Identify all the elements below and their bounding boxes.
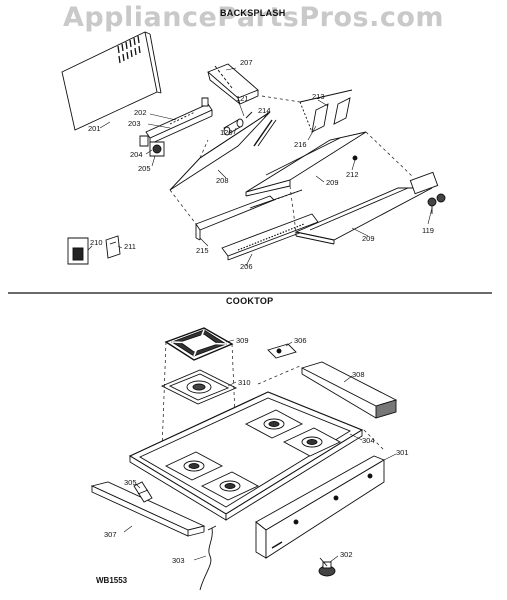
part-210-211-connector [68, 236, 120, 264]
label-309: 309 [236, 336, 249, 345]
part-305-clip [134, 482, 152, 502]
part-302-knob [319, 558, 335, 576]
assembly-guide-lines [170, 96, 412, 232]
label-303: 303 [172, 556, 185, 565]
part-303-wire [200, 526, 216, 590]
label-119: 119 [422, 226, 434, 235]
part-206-trim [222, 214, 318, 260]
leader-lines [88, 68, 432, 562]
label-121: 121 [236, 94, 249, 103]
part-308-rear-trim [302, 362, 396, 418]
part-306-clip [268, 344, 296, 358]
part-201-rear-panel [62, 32, 161, 130]
part-213-216-clips [300, 90, 357, 160]
label-310: 310 [238, 378, 251, 387]
label-212: 212 [346, 170, 359, 179]
label-215: 215 [196, 246, 209, 255]
part-309-grate [166, 328, 232, 360]
label-308: 308 [352, 370, 365, 379]
part-214-strip [254, 120, 276, 146]
part-301-front-panel [256, 456, 384, 558]
label-201: 201 [88, 124, 101, 133]
label-209-lower: 209 [362, 234, 375, 243]
label-307: 307 [104, 530, 117, 539]
part-119-switches [410, 172, 445, 214]
drawing-id: WB1553 [96, 576, 128, 585]
label-208: 208 [216, 176, 229, 185]
label-306: 306 [294, 336, 307, 345]
label-206: 206 [240, 262, 253, 271]
section-title-cooktop: COOKTOP [226, 296, 274, 306]
section-title-backsplash: BACKSPLASH [220, 8, 286, 18]
label-205: 205 [138, 164, 151, 173]
part-208-panel [170, 112, 270, 190]
label-207: 207 [240, 58, 253, 67]
part-207-bracket [208, 64, 258, 104]
part-304-cooktop [130, 392, 362, 520]
label-305: 305 [124, 478, 137, 487]
part-202-203-rail [146, 98, 212, 144]
part-204-205-switch [140, 136, 164, 156]
label-209-upper: 209 [326, 178, 339, 187]
label-302: 302 [340, 550, 353, 559]
label-304: 304 [362, 436, 375, 445]
label-213: 213 [312, 92, 325, 101]
label-202: 202 [134, 108, 147, 117]
label-211: 211 [124, 242, 136, 251]
part-307-front-trim [92, 482, 204, 536]
label-301: 301 [396, 448, 409, 457]
label-120: 120 [220, 128, 233, 137]
label-214: 214 [258, 106, 271, 115]
label-204: 204 [130, 150, 143, 159]
part-310-drip-pan [162, 370, 236, 404]
watermark: AppliancePartsPros.com [62, 2, 445, 33]
label-203: 203 [128, 119, 141, 128]
label-210: 210 [90, 238, 103, 247]
label-216: 216 [294, 140, 307, 149]
part-120-121-tube-light [224, 112, 252, 135]
